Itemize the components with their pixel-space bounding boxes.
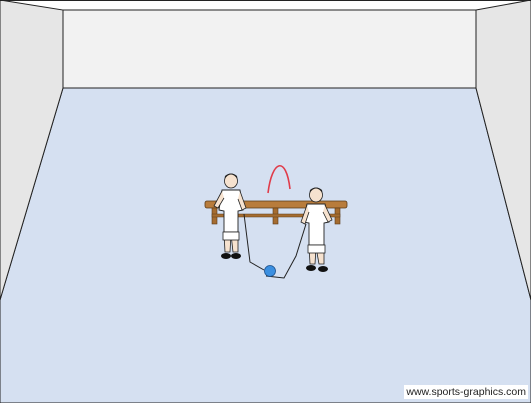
back-wall [63,10,476,88]
floor [0,88,531,403]
ball [265,266,276,277]
watermark-text: www.sports-graphics.com [404,385,528,399]
